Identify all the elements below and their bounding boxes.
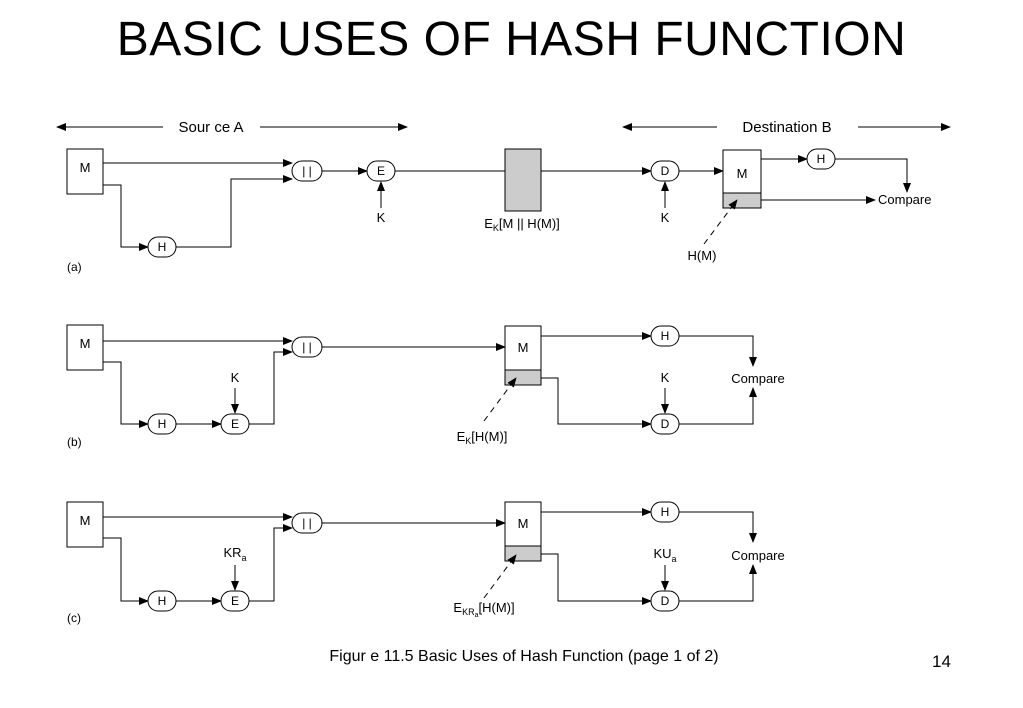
compare-label: Compare [731, 548, 784, 563]
ciphertext-block [504, 148, 542, 212]
destination-b-header: Destination B [622, 119, 951, 136]
hash-label: H [661, 329, 670, 343]
panel-c-tag: (c) [67, 611, 81, 625]
concat-label: | | [302, 164, 312, 178]
transmitted-message-label: M [518, 516, 529, 531]
source-a-header: Sour ce A [56, 119, 408, 136]
panel-b: M H E K | | M EK[H(M)] H D K Compare (b) [66, 324, 785, 449]
key-label: K [661, 370, 670, 385]
hash-label: H [158, 594, 167, 608]
slide-title: BASIC USES OF HASH FUNCTION [116, 13, 907, 66]
encrypted-hash-block [504, 369, 542, 386]
transmitted-message-box [504, 501, 542, 547]
decrypt-label: D [661, 164, 670, 178]
compare-label: Compare [878, 192, 931, 207]
panel-a-tag: (a) [67, 260, 82, 274]
decrypt-label: D [661, 417, 670, 431]
public-key-label: KUa [653, 546, 676, 564]
signed-hash-caption: EKRa[H(M)] [453, 600, 514, 619]
message-box [66, 501, 104, 548]
message-label: M [80, 336, 91, 351]
private-key-label: KRa [223, 545, 246, 563]
key-label: K [661, 210, 670, 225]
signed-hash-block [504, 545, 542, 562]
encrypt-label: E [231, 594, 239, 608]
hash-label: H [661, 505, 670, 519]
panel-b-tag: (b) [67, 435, 82, 449]
hash-label: H [817, 152, 826, 166]
source-a-label: Sour ce A [178, 119, 243, 136]
decrypt-label: D [661, 594, 670, 608]
encrypt-label: E [231, 417, 239, 431]
received-message-label: M [737, 166, 748, 181]
message-box [66, 324, 104, 371]
compare-label: Compare [731, 371, 784, 386]
received-hash-block [722, 192, 762, 209]
page-number: 14 [932, 652, 951, 671]
received-message-box [722, 149, 762, 194]
message-box [66, 148, 104, 195]
key-label: K [377, 210, 386, 225]
panel-a: M H | | E K EK[M || H(M)] D K M H(M) H [66, 148, 931, 274]
encrypt-label: E [377, 164, 385, 178]
message-label: M [80, 513, 91, 528]
encrypted-hash-caption: EK[H(M)] [457, 429, 508, 446]
concat-label: | | [302, 340, 312, 354]
concat-label: | | [302, 516, 312, 530]
panel-c: M H E KRa | | M EKRa[H(M)] H D KUa Compa… [66, 501, 785, 625]
ciphertext-caption: EK[M || H(M)] [484, 216, 560, 233]
key-label: K [231, 370, 240, 385]
transmitted-message-box [504, 325, 542, 371]
transmitted-message-label: M [518, 340, 529, 355]
figure-caption: Figur e 11.5 Basic Uses of Hash Function… [329, 648, 718, 665]
hash-label: H [158, 417, 167, 431]
hash-value-label: H(M) [688, 248, 717, 263]
destination-b-label: Destination B [742, 119, 831, 136]
hash-label: H [158, 240, 167, 254]
message-label: M [80, 160, 91, 175]
